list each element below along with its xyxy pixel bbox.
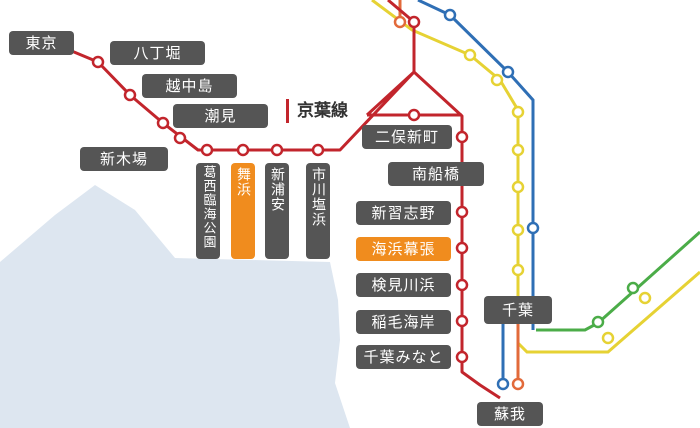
orange-station-soga: [511, 377, 525, 391]
yellow-station-7: [511, 263, 525, 277]
station-label-futamata-shinmachi[interactable]: 二俣新町: [362, 125, 452, 149]
green-station-1: [591, 315, 605, 329]
station-label-kasai-rinkai-koen[interactable]: 葛西臨海公園: [196, 163, 220, 259]
line-title: 京葉線: [286, 99, 348, 123]
station-label-kaihin-makuhari[interactable]: 海浜幕張: [356, 237, 451, 261]
yellow-station-1: [463, 48, 477, 62]
station-label-tokyo[interactable]: 東京: [9, 31, 74, 55]
station-label-inage-kaigan[interactable]: 稲毛海岸: [356, 310, 451, 334]
station-label-minami-funabashi[interactable]: 南船橋: [388, 162, 484, 186]
station-dot-kasai: [200, 143, 214, 157]
station-dot-chibaminato: [455, 350, 469, 364]
yellow-station-4: [511, 143, 525, 157]
station-dot-ichikawa: [311, 143, 325, 157]
yellow-station-2: [490, 73, 504, 87]
blue-station-2: [501, 65, 515, 79]
station-label-shiomi[interactable]: 潮見: [173, 104, 268, 128]
yellow-station-9: [638, 291, 652, 305]
station-label-kemigawahama[interactable]: 検見川浜: [356, 273, 451, 297]
yellow-station-5: [511, 180, 525, 194]
blue-station-soga: [496, 377, 510, 391]
station-label-shin-urayasu[interactable]: 新浦安: [265, 163, 289, 259]
keiyo-stations: [91, 15, 469, 364]
station-label-shinkiba[interactable]: 新木場: [80, 147, 168, 171]
station-label-chiba[interactable]: 千葉: [484, 296, 552, 324]
station-label-soga[interactable]: 蘇我: [477, 402, 543, 426]
station-dot-futamata-2: [455, 130, 469, 144]
station-label-etchujima[interactable]: 越中島: [142, 74, 237, 98]
yellow-station-8: [601, 331, 615, 345]
station-dot-shiomi: [156, 116, 170, 130]
station-label-hatchobori[interactable]: 八丁堀: [110, 41, 205, 65]
yellow-station-6: [511, 223, 525, 237]
station-dot-shinnarashino: [455, 205, 469, 219]
blue-station-1: [443, 8, 457, 22]
yellow-station-3: [511, 105, 525, 119]
station-label-ichikawa-shiohama[interactable]: 市川塩浜: [306, 163, 330, 259]
blue-station-3: [526, 221, 540, 235]
station-dot-kaihinmakuhari: [455, 241, 469, 255]
station-label-shin-narashino[interactable]: 新習志野: [356, 201, 451, 225]
station-dot-kemigawahama: [455, 278, 469, 292]
station-dot-futamata: [407, 108, 421, 122]
green-station-2: [626, 281, 640, 295]
station-dot-north: [407, 15, 421, 29]
station-dot-shinkiba: [173, 131, 187, 145]
sea-area: [0, 185, 350, 428]
station-label-maihama[interactable]: 舞浜: [231, 163, 255, 259]
station-dot-etchujima: [123, 88, 137, 102]
orange-station-top: [393, 15, 407, 29]
station-dot-inagekaigan: [455, 314, 469, 328]
station-dot-shinurayasu: [270, 143, 284, 157]
other-stations: [393, 8, 652, 391]
station-label-chiba-minato[interactable]: 千葉みなと: [356, 345, 451, 369]
station-dot-hatchobori: [91, 55, 105, 69]
station-dot-maihama: [236, 143, 250, 157]
green-line: [536, 230, 700, 332]
